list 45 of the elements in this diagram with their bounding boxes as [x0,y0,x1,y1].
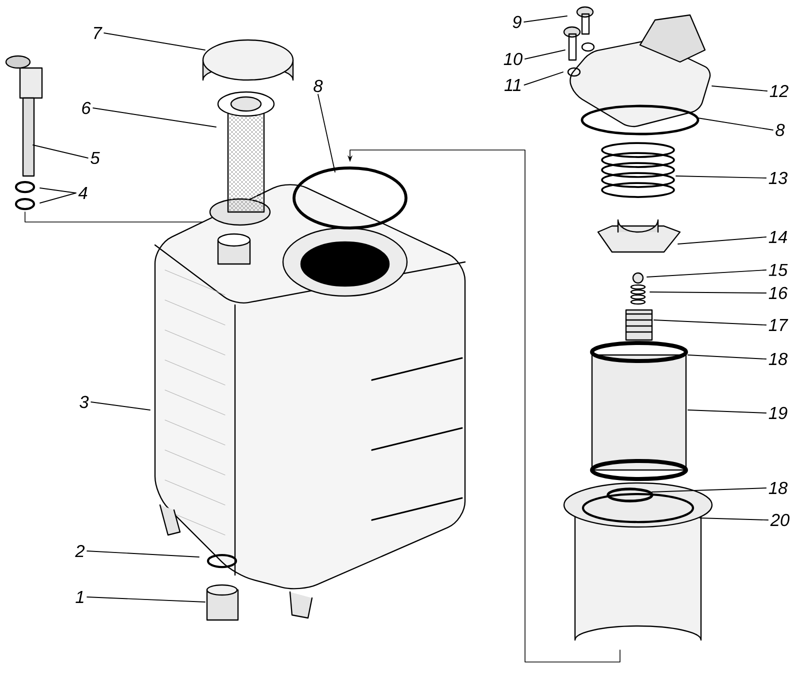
callout-number: 6 [82,102,91,114]
callout-number: 16 [768,286,788,300]
callout-number: 15 [768,264,788,276]
callout-number: 8 [776,124,785,136]
callout-number: 8 [314,80,323,92]
leader-line [688,410,767,414]
leader-line [712,86,768,92]
leader-line [646,270,767,278]
leader-line [698,118,774,130]
leader-line [524,16,568,22]
callout-number: 2 [75,544,85,558]
leader-line [318,94,336,172]
callout-number: 4 [78,187,88,199]
callout-number: 17 [768,319,788,331]
callout-number: 3 [80,396,89,408]
leader-line [688,354,767,360]
callout-number: 18 [768,352,788,366]
callout-number: 11 [504,79,521,91]
callout-number: 1 [76,591,84,603]
leader-line [654,320,767,326]
callout-number: 9 [512,16,522,28]
leader-line [700,518,769,520]
callout-number: 20 [770,514,790,526]
callout-number: 7 [94,27,102,39]
leader-line [86,596,206,602]
callout-number: 10 [504,52,522,66]
leader-line [650,292,767,294]
leader-line [524,50,566,60]
leader-line [92,108,216,128]
leader-line [90,402,150,410]
callout-number: 18 [768,482,788,494]
callout-number: 14 [768,231,787,243]
callout-number: 5 [90,152,100,164]
callout-number: 19 [768,406,788,420]
leader-line [40,188,76,194]
leader-line [524,72,564,86]
leader-line [678,236,767,244]
leader-line [104,32,206,50]
callout-number: 13 [768,172,788,184]
leader-line [652,488,767,492]
leader-line [32,144,88,158]
callout-number: 12 [770,84,788,98]
leader-line [86,550,200,558]
leader-line [676,176,767,178]
leader-line [40,192,76,204]
